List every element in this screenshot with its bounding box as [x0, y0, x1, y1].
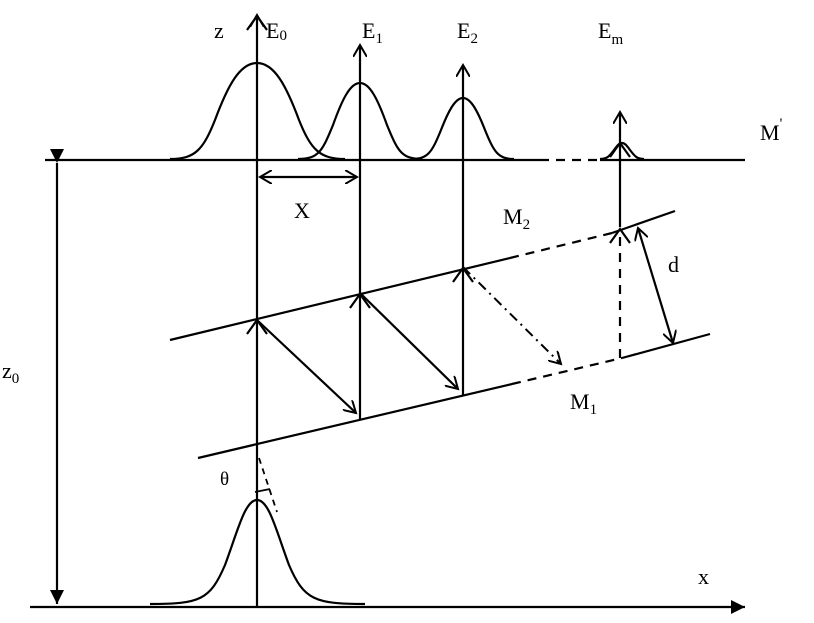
beam-e0-label: E0	[266, 18, 287, 44]
mirror-m1-solid-end	[621, 332, 711, 360]
x-axis-label: x	[698, 564, 709, 589]
mirror-m1-solid	[197, 382, 513, 460]
mirror-m1-dashed	[511, 356, 623, 386]
separation-label: X	[294, 198, 310, 223]
reflection-ray-1	[256, 319, 356, 413]
beam-e2-label: E2	[457, 18, 478, 47]
beam-em-arrowhead-upper	[609, 141, 631, 158]
tilted-incidence-line	[258, 457, 278, 513]
mirror-top-label: M'	[760, 116, 783, 145]
mirror-m2-solid-end	[611, 209, 676, 235]
beam-em-label: Em	[598, 18, 623, 48]
angle-marker	[254, 488, 271, 493]
angle-label: θ	[220, 469, 229, 490]
reflection-ray-3-dashdot	[462, 266, 561, 364]
spacing-arrow	[638, 228, 673, 343]
z-axis-label: z	[214, 18, 224, 43]
height-label: z0	[2, 358, 19, 387]
mirror-m2-solid	[169, 256, 511, 342]
mirror-m1-label: M1	[570, 389, 597, 418]
beam-e0-arrowhead-top	[246, 14, 268, 31]
reflection-ray-2	[359, 292, 458, 389]
spacing-label: d	[668, 252, 679, 277]
beam-e1-label: E1	[362, 18, 383, 47]
beam-em-arrowhead-mid	[609, 227, 631, 244]
mirror-m2-dashed	[509, 231, 613, 260]
mirror-m2-label: M2	[503, 204, 530, 233]
